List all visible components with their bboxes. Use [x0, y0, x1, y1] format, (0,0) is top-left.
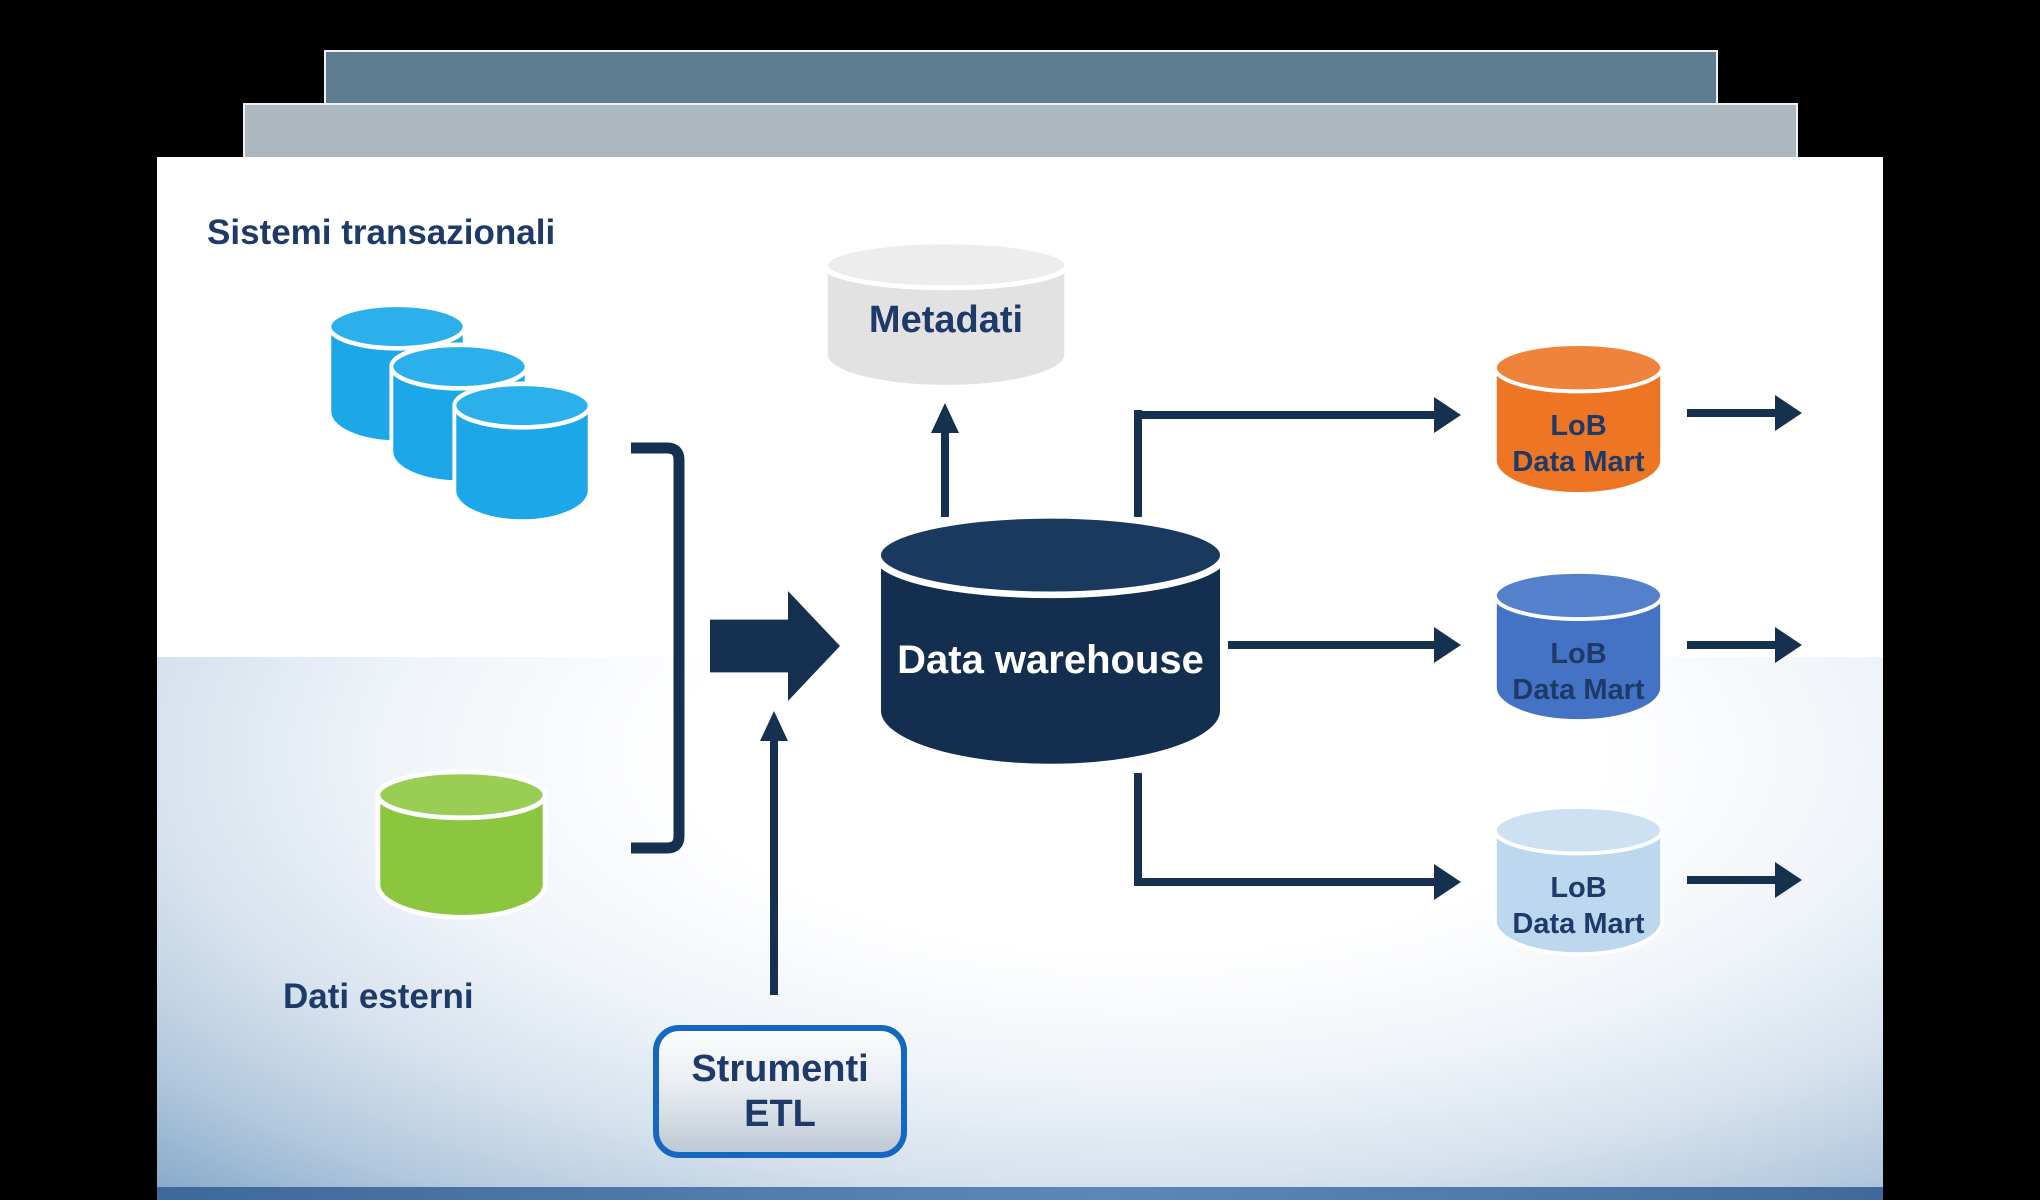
mart-top-out-line — [1687, 409, 1775, 417]
slide-page: Sistemi transazionali Dati esterni — [157, 157, 1883, 1200]
metadata-label: Metadati — [868, 298, 1024, 341]
mart-mid-arrowhead-icon — [1434, 627, 1461, 663]
bottom-edge-strip — [157, 1187, 1883, 1200]
mart-label-line2: Data Mart — [1512, 908, 1645, 941]
lob-data-mart-label: LoB Data Mart — [1492, 636, 1665, 708]
mart-label-line1: LoB — [1550, 410, 1607, 443]
data-warehouse-cylinder: Data warehouse — [871, 512, 1230, 777]
etl-label-line1: Strumenti — [691, 1047, 869, 1090]
stacked-page-back — [324, 50, 1718, 106]
cylinder-icon — [820, 239, 1072, 390]
mart-top-connector-line — [1134, 411, 1434, 419]
mart-bottom-arrowhead-icon — [1434, 864, 1461, 900]
mart-bottom-out-arrowhead-icon — [1775, 862, 1802, 898]
etl-tools-box: Strumenti ETL — [653, 1025, 907, 1158]
mart-bottom-out-line — [1687, 876, 1775, 884]
mart-label-line2: Data Mart — [1512, 673, 1645, 706]
external-data-cylinder — [375, 769, 548, 923]
lob-data-mart-label: LoB Data Mart — [1492, 870, 1665, 942]
metadata-cylinder: Metadati — [820, 239, 1072, 393]
mart-top-out-arrowhead-icon — [1775, 395, 1802, 431]
mart-label-line2: Data Mart — [1512, 446, 1645, 479]
mart-bottom-connector-line — [1134, 878, 1434, 886]
sources-bracket — [631, 442, 685, 854]
mart-top-riser-line — [1134, 410, 1142, 517]
lob-data-mart-lightblue: LoB Data Mart — [1492, 805, 1665, 960]
data-warehouse-label: Data warehouse — [897, 638, 1204, 683]
metadata-arrow-line — [941, 433, 949, 517]
cylinder-icon — [1492, 342, 1665, 497]
external-data-label: Dati esterni — [283, 977, 474, 1016]
cylinder-icon — [452, 381, 592, 524]
mart-mid-out-arrowhead-icon — [1775, 627, 1802, 663]
metadata-arrowhead-icon — [931, 403, 959, 433]
cylinder-icon — [1492, 570, 1665, 724]
stacked-page-front — [243, 103, 1798, 160]
lob-data-mart-blue: LoB Data Mart — [1492, 570, 1665, 727]
etl-arrow-line — [770, 737, 778, 995]
lob-data-mart-label: LoB Data Mart — [1492, 408, 1665, 480]
cylinder-icon — [872, 512, 1229, 771]
mart-bottom-riser-line — [1134, 773, 1142, 886]
mart-mid-connector-line — [1228, 641, 1434, 649]
transactional-systems-label: Sistemi transazionali — [207, 213, 556, 252]
etl-label-line2: ETL — [744, 1092, 816, 1135]
lob-data-mart-orange: LoB Data Mart — [1492, 342, 1665, 500]
etl-arrowhead-icon — [760, 711, 788, 741]
cylinder-icon — [1492, 805, 1665, 957]
cylinder-icon — [375, 769, 548, 920]
mart-label-line1: LoB — [1550, 637, 1607, 670]
mart-mid-out-line — [1687, 641, 1775, 649]
mart-top-arrowhead-icon — [1434, 397, 1461, 433]
mart-label-line1: LoB — [1550, 872, 1607, 905]
transactional-db-cylinder-3 — [452, 381, 592, 527]
